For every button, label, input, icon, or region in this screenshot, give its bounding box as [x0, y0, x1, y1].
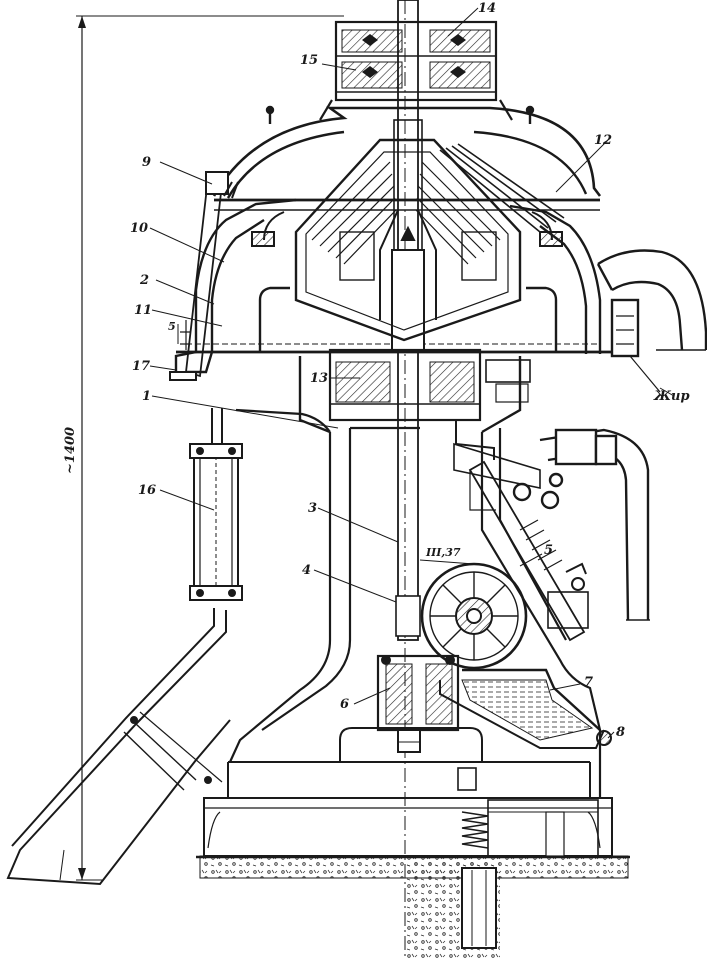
spindle — [379, 0, 437, 960]
cover-clamp — [169, 171, 239, 381]
sight-glass — [189, 408, 243, 601]
callout-13: 13 — [310, 371, 328, 386]
callout-16: 16 — [138, 483, 156, 498]
foundation — [196, 855, 630, 960]
callout-14: 14 — [478, 1, 496, 16]
callout-6: 6 — [340, 697, 349, 712]
separator-bowl — [251, 138, 565, 342]
gap-dimension-label: 5 — [168, 320, 176, 333]
callout-3: 3 — [308, 501, 317, 516]
callouts: 1 2 3 4 5 6 7 8 9 10 11 12 13 14 15 16 1… — [130, 1, 625, 740]
feed-inlet — [319, 20, 513, 121]
base-frame — [203, 727, 613, 857]
lower-bearing — [376, 654, 460, 753]
skim-milk-outlet — [453, 428, 650, 621]
cream-outlet — [596, 249, 707, 393]
height-dimension-label: ~1400 — [63, 427, 78, 474]
drive-mechanism — [328, 348, 531, 460]
leader-lines — [149, 7, 675, 739]
callout-15: 15 — [300, 53, 318, 68]
callout-2: 2 — [139, 273, 149, 288]
callout-17: 17 — [132, 359, 150, 374]
callout-8: 8 — [616, 725, 625, 740]
callout-10: 10 — [130, 221, 148, 236]
worm-gear — [395, 460, 589, 670]
height-dimension — [76, 15, 344, 881]
callout-11: 11 — [134, 303, 152, 318]
callout-4: 4 — [302, 563, 311, 578]
callout-7: 7 — [584, 675, 593, 690]
outlet-label: Жир — [653, 389, 690, 404]
callout-12: 12 — [594, 133, 612, 148]
discharge-chute — [6, 608, 231, 886]
callout-9: 9 — [142, 155, 151, 170]
speed-label: III,37 — [425, 546, 461, 559]
callout-5: 5 — [544, 543, 553, 558]
callout-1: 1 — [142, 389, 151, 404]
